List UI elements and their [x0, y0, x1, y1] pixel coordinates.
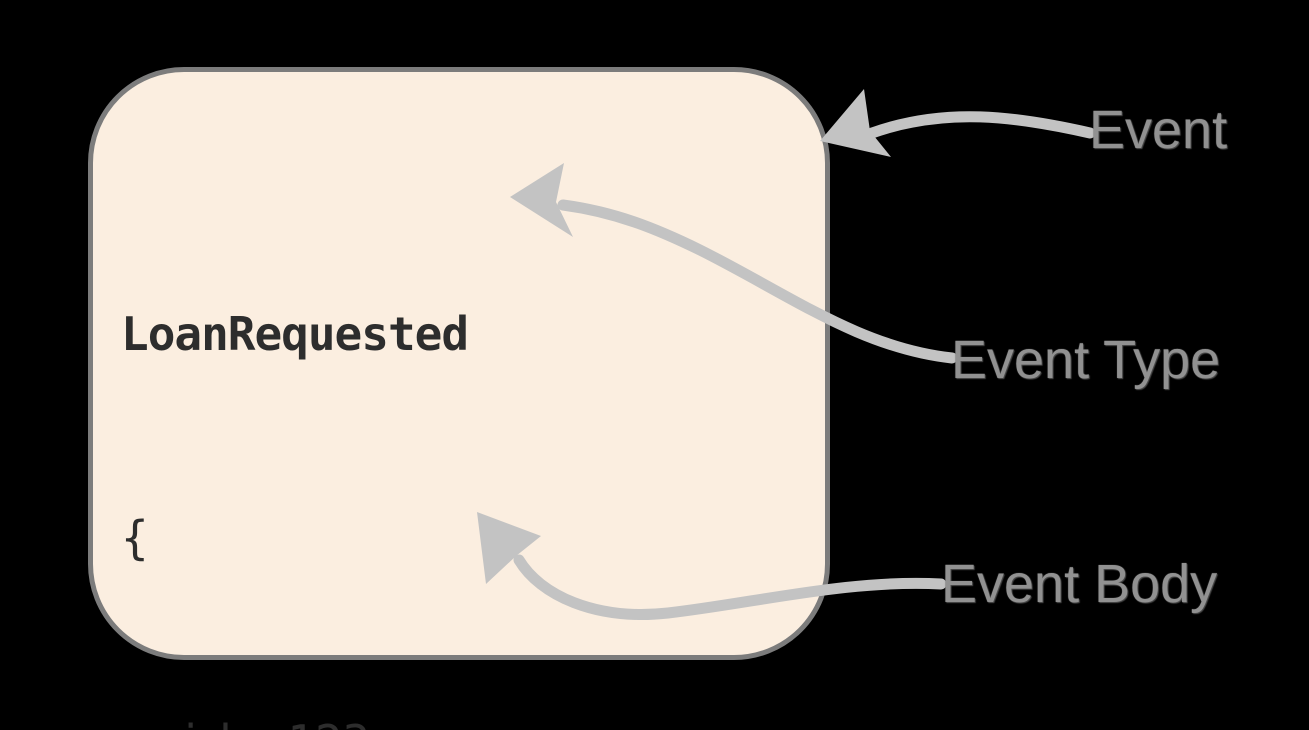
event-card: LoanRequested { id: 123, amount: 100, bo… — [88, 67, 830, 730]
code-line: id: 123, — [121, 708, 805, 730]
event-arrow-shaft — [866, 111, 1096, 139]
event-arrowhead-icon — [820, 89, 891, 157]
event-type-name: LoanRequested — [121, 307, 469, 361]
code-line: { — [121, 511, 149, 565]
event-arrow — [820, 89, 1096, 157]
event-body-label: Event Body — [941, 554, 1218, 614]
event-type-label: Event Type — [951, 330, 1221, 390]
event-code-block: LoanRequested { id: 123, amount: 100, bo… — [121, 164, 805, 730]
event-label: Event — [1089, 100, 1228, 160]
